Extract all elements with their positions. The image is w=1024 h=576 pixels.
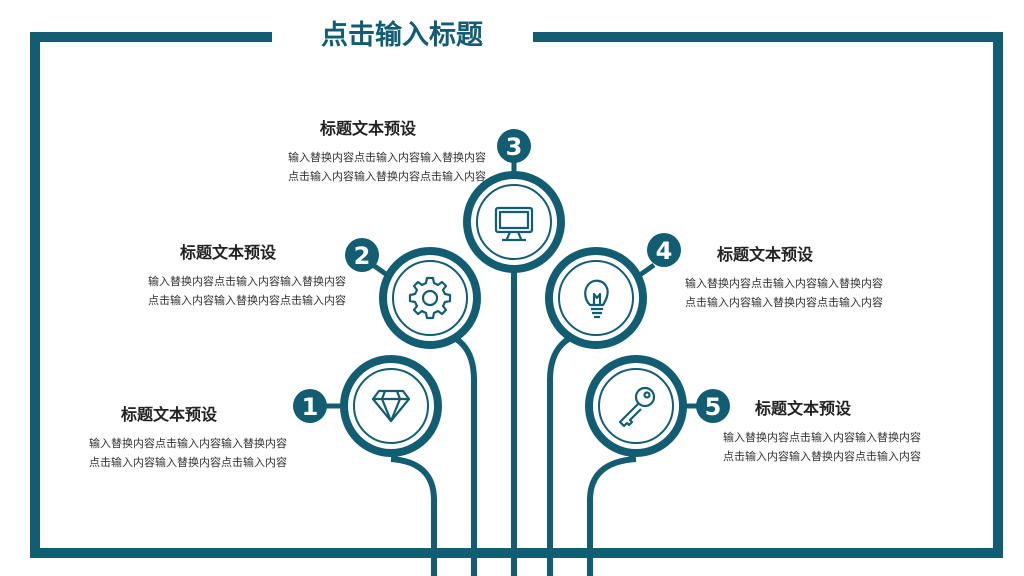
badge-3-number: 3 [506,133,523,161]
badge-5-number: 5 [705,393,722,421]
block-body: 输入替换内容点击输入内容输入替换内容点击输入内容输入替换内容点击输入内容 [723,431,921,463]
diamond-icon [371,389,411,423]
monitor-icon [494,206,534,242]
badge-1: 1 [293,389,327,423]
node-5 [585,355,687,457]
page-title: 点击输入标题 [321,20,483,51]
badge-5: 5 [696,389,730,423]
node-1 [340,355,442,457]
text-block-1: 标题文本预设 输入替换内容点击输入内容输入替换内容点击输入内容输入替换内容点击输… [89,404,287,472]
block-body: 输入替换内容点击输入内容输入替换内容点击输入内容输入替换内容点击输入内容 [685,277,883,309]
text-block-5: 标题文本预设 输入替换内容点击输入内容输入替换内容点击输入内容输入替换内容点击输… [723,398,921,466]
node-2 [379,247,481,349]
block-heading: 标题文本预设 [180,243,277,262]
gear-icon [408,276,452,320]
block-body: 输入替换内容点击输入内容输入替换内容点击输入内容输入替换内容点击输入内容 [89,437,287,469]
node-4 [545,247,647,349]
text-block-3: 标题文本预设 输入替换内容点击输入内容输入替换内容点击输入内容输入替换内容点击输… [288,118,486,186]
frame-left [30,32,40,558]
text-block-2: 标题文本预设 输入替换内容点击输入内容输入替换内容点击输入内容输入替换内容点击输… [148,242,346,310]
badge-2-number: 2 [354,242,371,270]
key-icon [618,386,656,428]
frame-right [993,32,1003,558]
block-heading: 标题文本预设 [121,405,218,424]
badge-2: 2 [345,238,379,272]
stem-1 [390,456,437,576]
frame-top-left [30,32,272,42]
block-heading: 标题文本预设 [717,245,814,264]
node-3 [463,171,565,273]
block-body: 输入替换内容点击输入内容输入替换内容点击输入内容输入替换内容点击输入内容 [288,151,486,183]
badge-4: 4 [647,233,681,267]
lightbulb-icon [584,279,609,319]
badge-3: 3 [497,129,531,163]
frame-top-right [533,32,1003,42]
block-heading: 标题文本预设 [755,399,852,418]
text-block-4: 标题文本预设 输入替换内容点击输入内容输入替换内容点击输入内容输入替换内容点击输… [685,244,883,312]
badge-4-number: 4 [656,237,673,265]
block-body: 输入替换内容点击输入内容输入替换内容点击输入内容输入替换内容点击输入内容 [148,275,346,307]
stem-5 [587,456,637,576]
block-heading: 标题文本预设 [320,119,417,138]
badge-1-number: 1 [302,393,319,421]
